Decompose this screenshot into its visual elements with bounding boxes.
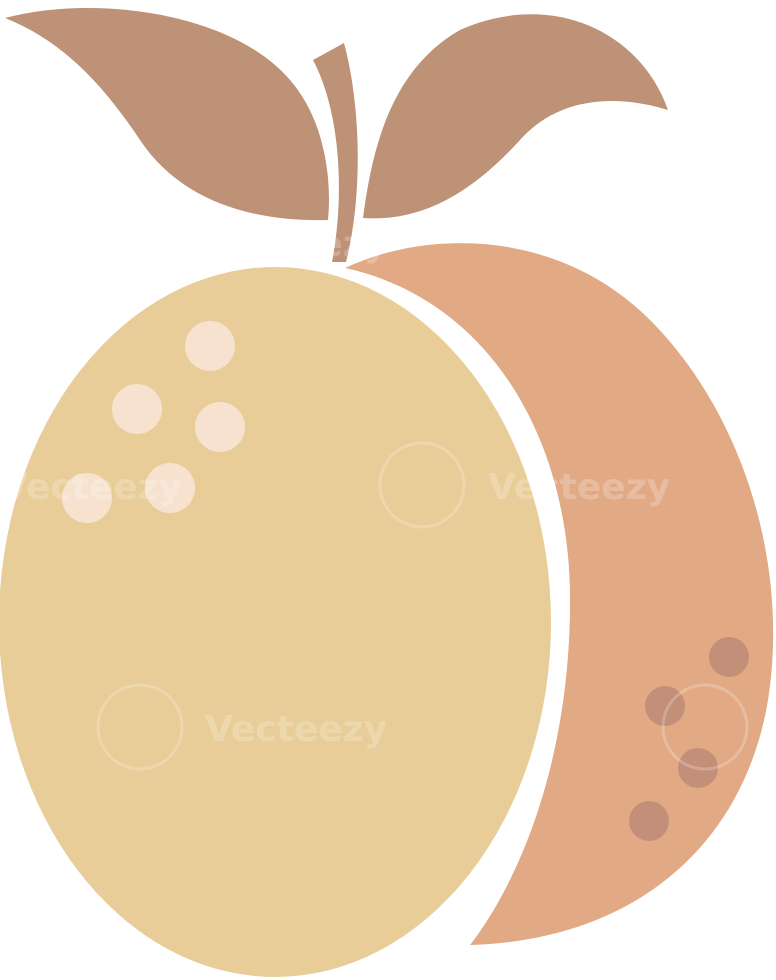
shadow-spot (645, 686, 685, 726)
watermark-instance: Vecteezy (378, 441, 670, 529)
watermark-instance: Vecteezy (0, 467, 182, 508)
vecteezy-logo-icon (661, 683, 749, 771)
apricot-back-half (345, 243, 774, 945)
watermark-text: Vecteezy (205, 224, 387, 265)
watermark-text: Vecteezy (0, 467, 182, 508)
watermark-text: Vecteezy (488, 467, 670, 508)
highlight-spots (62, 321, 245, 523)
watermark-instance (661, 198, 749, 286)
watermark-instance (661, 683, 749, 771)
left-leaf (5, 7, 330, 221)
vecteezy-logo-icon (96, 683, 184, 771)
highlight-spot (112, 384, 162, 434)
shadow-spot (629, 801, 669, 841)
shadow-spot (678, 748, 718, 788)
vecteezy-logo-icon (661, 198, 749, 286)
highlight-spot (145, 463, 195, 513)
vecteezy-logo-icon (378, 441, 466, 529)
highlight-spot (62, 473, 112, 523)
shadow-spots (629, 637, 749, 841)
watermark-text: Vecteezy (205, 709, 387, 750)
watermark-layer: Vecteezy Vecteezy Vecteezy Vecteezy (0, 198, 749, 771)
vecteezy-logo-icon (96, 198, 184, 286)
highlight-spot (195, 402, 245, 452)
highlight-spot (185, 321, 235, 371)
watermark-instance: Vecteezy (96, 683, 387, 771)
shadow-spot (709, 637, 749, 677)
right-leaf (363, 14, 668, 219)
apricot-front-half (0, 267, 551, 977)
stem (313, 43, 358, 262)
watermark-instance: Vecteezy (96, 198, 387, 286)
